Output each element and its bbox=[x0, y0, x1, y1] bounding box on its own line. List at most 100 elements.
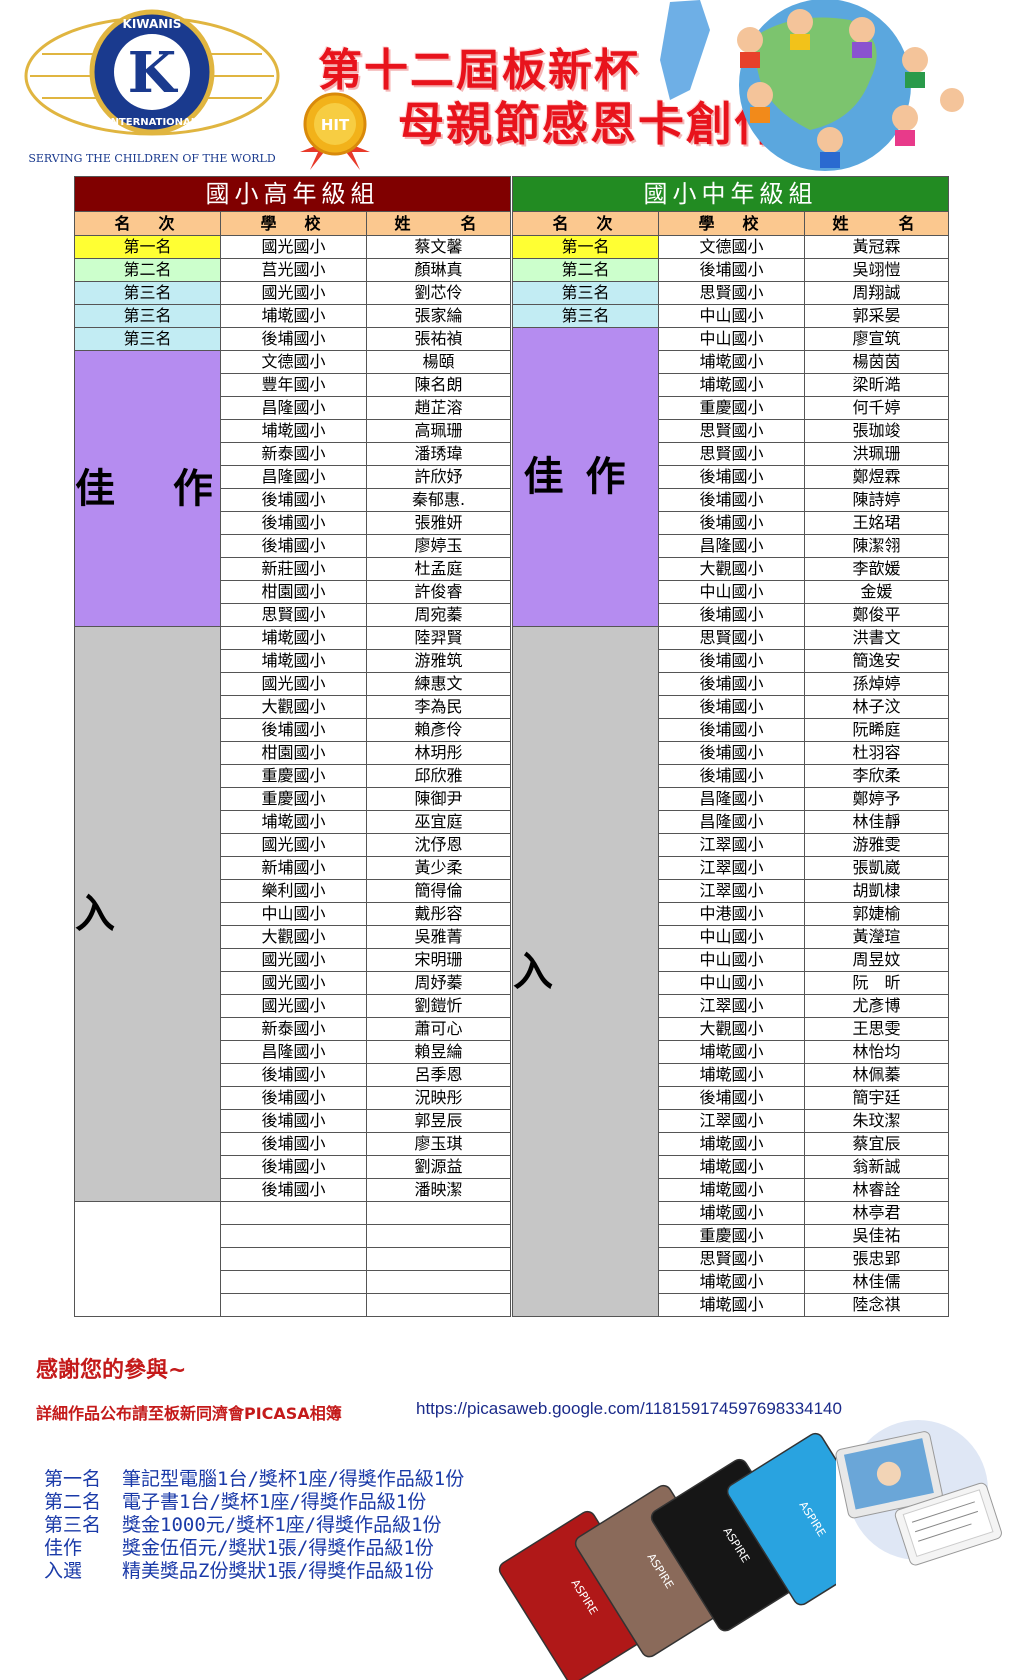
school-cell: 文德國小 bbox=[658, 235, 805, 259]
table-row: 柑園國小許俊睿 bbox=[75, 580, 512, 604]
gallery-notice: 詳細作品公布請至板新同濟會PICASA相簿 bbox=[36, 1404, 342, 1423]
name-cell: 游雅雯 bbox=[803, 833, 950, 857]
school-cell: 中山國小 bbox=[658, 971, 805, 995]
name-cell: 陳詩婷 bbox=[803, 488, 950, 512]
rank-cell: 第三名 bbox=[74, 304, 221, 328]
school-cell: 後埔國小 bbox=[658, 258, 805, 282]
svg-text:K: K bbox=[128, 40, 179, 106]
school-cell: 後埔國小 bbox=[658, 695, 805, 719]
name-cell: 簡逸安 bbox=[803, 649, 950, 673]
empty-cell bbox=[220, 1270, 367, 1294]
rank-header: 名 次 bbox=[512, 211, 659, 236]
table-row: 佳 作文德國小楊頤 bbox=[74, 350, 512, 627]
name-cell: 林佩蓁 bbox=[803, 1063, 950, 1087]
table-row: 昌隆國小陳潔翎 bbox=[513, 534, 950, 558]
table-row: 柑園國小林玥彤 bbox=[75, 741, 512, 765]
table-row: 入 選思賢國小洪書文 bbox=[512, 626, 950, 1317]
name-cell: 廖婷玉 bbox=[365, 534, 512, 558]
school-cell: 後埔國小 bbox=[658, 465, 805, 489]
name-cell: 張祐禎 bbox=[365, 327, 512, 351]
table-row: 第三名中山國小郭采晏 bbox=[512, 304, 950, 328]
name-cell: 洪珮珊 bbox=[803, 442, 950, 466]
table-row: 江翠國小朱玟潔 bbox=[513, 1109, 950, 1133]
empty-cell bbox=[220, 1224, 367, 1248]
name-cell: 許俊睿 bbox=[365, 580, 512, 604]
school-cell: 思賢國小 bbox=[220, 603, 367, 627]
globe-children-icon bbox=[660, 0, 964, 171]
merit-label-cell: 佳 作 bbox=[74, 350, 221, 627]
name-cell: 沈伃恩 bbox=[365, 833, 512, 857]
svg-text:KIWANIS: KIWANIS bbox=[123, 17, 182, 31]
empty-cell bbox=[365, 1224, 512, 1248]
name-cell: 高珮珊 bbox=[365, 419, 512, 443]
name-cell: 郭昱辰 bbox=[365, 1109, 512, 1133]
school-cell: 埔墘國小 bbox=[658, 1293, 805, 1317]
school-header: 學 校 bbox=[658, 211, 805, 236]
table-row: 埔墘國小高珮珊 bbox=[75, 419, 512, 443]
empty-cell bbox=[220, 1247, 367, 1271]
school-cell: 後埔國小 bbox=[658, 511, 805, 535]
name-cell: 金媛 bbox=[803, 580, 950, 604]
name-cell: 陳名朗 bbox=[365, 373, 512, 397]
school-cell: 後埔國小 bbox=[220, 534, 367, 558]
table-row: 國光國小練惠文 bbox=[75, 672, 512, 696]
name-cell: 王思雯 bbox=[803, 1017, 950, 1041]
name-cell: 周翔誠 bbox=[803, 281, 950, 305]
name-cell: 賴彥伶 bbox=[365, 718, 512, 742]
school-cell: 思賢國小 bbox=[658, 626, 805, 650]
school-cell: 昌隆國小 bbox=[658, 810, 805, 834]
table-row: 後埔國小張雅妍 bbox=[75, 511, 512, 535]
school-cell: 思賢國小 bbox=[658, 419, 805, 443]
name-cell: 吳佳祐 bbox=[803, 1224, 950, 1248]
school-cell: 後埔國小 bbox=[220, 1063, 367, 1087]
laptop-icon: ASPIRE bbox=[574, 1484, 738, 1658]
name-cell: 翁新誠 bbox=[803, 1155, 950, 1179]
name-cell: 張忠郢 bbox=[803, 1247, 950, 1271]
table-row: 埔墘國小巫宜庭 bbox=[75, 810, 512, 834]
name-cell: 阮睎庭 bbox=[803, 718, 950, 742]
school-cell: 埔墘國小 bbox=[658, 1040, 805, 1064]
name-cell: 廖玉琪 bbox=[365, 1132, 512, 1156]
page-header: K KIWANIS INTERNATIONAL SERVING THE CHIL… bbox=[0, 0, 1024, 172]
svg-text:SERVING THE CHILDREN OF THE WO: SERVING THE CHILDREN OF THE WORLD bbox=[28, 152, 276, 165]
name-cell: 朱玟潔 bbox=[803, 1109, 950, 1133]
table-row: 後埔國小李欣柔 bbox=[513, 764, 950, 788]
table-row: 思賢國小張珈竣 bbox=[513, 419, 950, 443]
picasa-album-link[interactable]: https://picasaweb.google.com/11815917459… bbox=[416, 1399, 842, 1418]
name-cell: 林佳靜 bbox=[803, 810, 950, 834]
name-cell: 戴彤容 bbox=[365, 902, 512, 926]
school-cell: 埔墘國小 bbox=[658, 1155, 805, 1179]
name-cell: 杜羽容 bbox=[803, 741, 950, 765]
table-row: 思賢國小張忠郢 bbox=[513, 1247, 950, 1271]
name-cell: 胡凱棣 bbox=[803, 879, 950, 903]
name-cell: 周妤蓁 bbox=[365, 971, 512, 995]
name-cell: 林怡均 bbox=[803, 1040, 950, 1064]
name-cell: 郭婕榆 bbox=[803, 902, 950, 926]
school-cell: 重慶國小 bbox=[220, 764, 367, 788]
table-row: 江翠國小游雅雯 bbox=[513, 833, 950, 857]
rank-cell: 第三名 bbox=[512, 304, 659, 328]
school-cell: 中山國小 bbox=[220, 902, 367, 926]
school-cell: 後埔國小 bbox=[658, 488, 805, 512]
table-row: 國光國小宋明珊 bbox=[75, 948, 512, 972]
name-cell: 尤彥博 bbox=[803, 994, 950, 1018]
rank-cell: 第三名 bbox=[74, 327, 221, 351]
school-cell: 文德國小 bbox=[220, 350, 367, 374]
name-cell: 林子汶 bbox=[803, 695, 950, 719]
name-cell: 杜孟庭 bbox=[365, 557, 512, 581]
school-cell: 埔墘國小 bbox=[658, 373, 805, 397]
name-cell: 陸羿賢 bbox=[365, 626, 512, 650]
school-cell: 思賢國小 bbox=[658, 1247, 805, 1271]
school-cell: 中山國小 bbox=[658, 580, 805, 604]
name-cell: 鄭俊平 bbox=[803, 603, 950, 627]
name-cell: 許欣妤 bbox=[365, 465, 512, 489]
prize-line: 第三名獎金1000元/獎杯1座/得獎作品級1份 bbox=[44, 1514, 442, 1536]
name-cell: 蕭可心 bbox=[365, 1017, 512, 1041]
school-cell: 國光國小 bbox=[220, 971, 367, 995]
laptop-icon: ASPIRE bbox=[726, 1432, 836, 1606]
rank-cell: 第一名 bbox=[74, 235, 221, 259]
school-cell: 埔墘國小 bbox=[220, 649, 367, 673]
school-cell: 江翠國小 bbox=[658, 879, 805, 903]
school-cell: 國光國小 bbox=[220, 281, 367, 305]
name-cell: 簡宇廷 bbox=[803, 1086, 950, 1110]
